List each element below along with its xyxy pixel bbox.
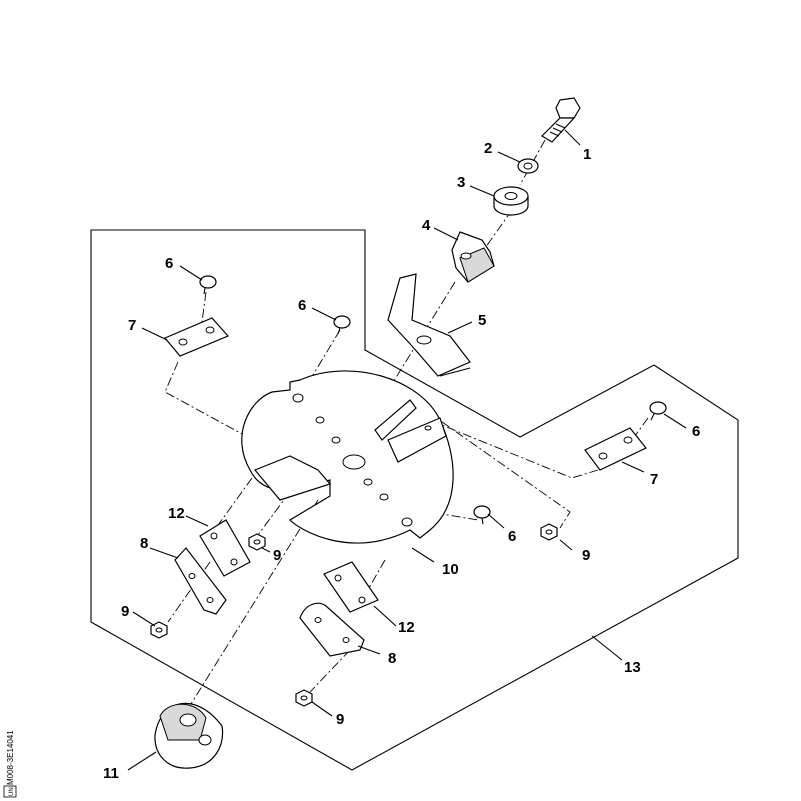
nut-right (540, 523, 558, 541)
fastener-top-left (199, 275, 217, 295)
fastener-center-right (473, 505, 491, 525)
callout-8-left: 8 (140, 535, 148, 552)
callout-9-center-left: 9 (273, 547, 281, 564)
callout-9-left: 9 (121, 603, 129, 620)
callout-9-right: 9 (582, 547, 590, 564)
callout-7-right: 7 (650, 471, 658, 488)
cutter-disc (241, 370, 454, 544)
bracket (387, 273, 471, 377)
nut-center-left (248, 533, 266, 551)
fastener-top-center (333, 315, 351, 335)
leader-lines (127, 129, 687, 771)
bolt (541, 97, 581, 143)
callout-5: 5 (478, 312, 486, 329)
plate-left (164, 317, 230, 357)
nut-bottom (295, 689, 313, 707)
callout-6-top-left: 6 (165, 255, 173, 272)
callout-8-right: 8 (388, 650, 396, 667)
bent-bracket-left (174, 547, 227, 615)
callout-13: 13 (624, 659, 641, 676)
callout-1: 1 (583, 146, 591, 163)
fastener-right (649, 401, 667, 421)
callout-3: 3 (457, 174, 465, 191)
drawing-badge: UN (9, 787, 15, 796)
shim-plate-right (323, 561, 379, 613)
callout-6-center-right: 6 (508, 528, 516, 545)
lock-washer (517, 158, 539, 174)
clip (451, 231, 495, 283)
callout-12-right: 12 (398, 619, 415, 636)
cup-weight (154, 702, 224, 769)
callout-12-left: 12 (168, 505, 185, 522)
drawing-badge-box (3, 785, 17, 798)
drawing-code: M008-3E14041 (6, 730, 15, 785)
kit-outline (90, 229, 739, 771)
bent-bracket-right (299, 602, 365, 657)
spacer (493, 186, 529, 216)
callout-9-bottom: 9 (336, 711, 344, 728)
plate-right (584, 427, 647, 471)
callout-11: 11 (103, 765, 119, 782)
callout-4: 4 (422, 217, 431, 234)
callout-2: 2 (484, 140, 492, 157)
callout-6-right: 6 (692, 423, 700, 440)
shim-plate-left (199, 519, 251, 577)
callout-10: 10 (442, 561, 459, 578)
callout-7-left: 7 (128, 317, 136, 334)
callout-6-top-center: 6 (298, 297, 306, 314)
